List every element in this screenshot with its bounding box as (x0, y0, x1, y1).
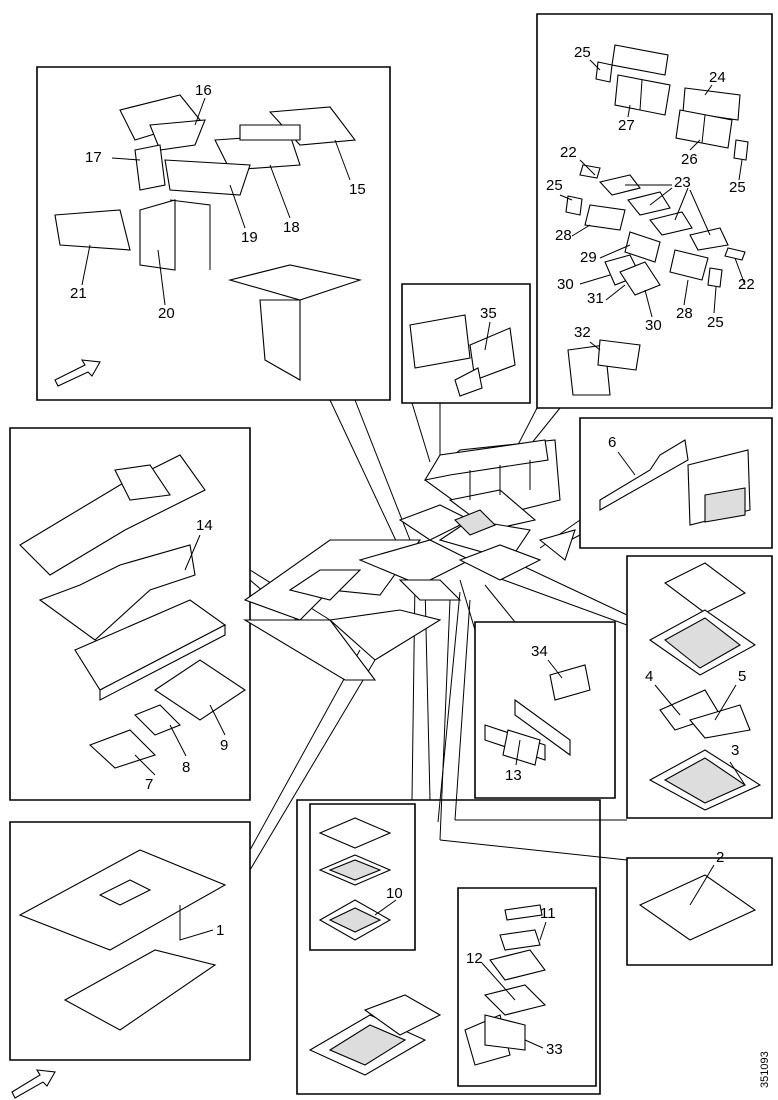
callout-18: 18 (283, 219, 300, 236)
callout-25-top: 25 (574, 44, 591, 61)
callout-11: 11 (540, 905, 556, 922)
callout-6: 6 (608, 434, 616, 451)
parts-group-13-34 (484, 664, 591, 766)
callout-27: 27 (618, 117, 635, 134)
detail-box-left-14 (9, 427, 251, 801)
callout-28-left: 28 (555, 227, 572, 244)
callout-25-mid-right: 25 (729, 179, 746, 196)
callout-25-bottom: 25 (707, 314, 724, 331)
part-6 (599, 439, 751, 526)
callout-leaders (81, 59, 746, 1049)
central-floor-assembly (243, 439, 576, 681)
detail-box-bottom-10-12 (296, 799, 601, 1095)
callout-29: 29 (580, 249, 597, 266)
detail-box-lower-left-1 (9, 821, 251, 1061)
parts-group-7-14 (19, 454, 246, 769)
part-1 (18, 849, 227, 1031)
callout-25-mid-left: 25 (546, 177, 563, 194)
callout-35: 35 (480, 305, 497, 322)
detail-box-right-6 (579, 417, 773, 549)
callout-1: 1 (216, 922, 224, 939)
callout-31: 31 (587, 290, 604, 307)
detail-box-upper-left (36, 66, 391, 401)
callout-12: 12 (466, 950, 483, 967)
callout-26: 26 (681, 151, 698, 168)
callout-19: 19 (241, 229, 258, 246)
callout-22-top: 22 (560, 144, 577, 161)
part-2 (638, 874, 757, 941)
document-number: 351093 (759, 1051, 771, 1088)
callout-15: 15 (349, 181, 366, 198)
callout-16: 16 (195, 82, 212, 99)
callout-10: 10 (386, 885, 403, 902)
direction-arrow-upper (54, 359, 101, 387)
part-35 (409, 314, 516, 397)
detail-box-bottom-inner-11 (457, 887, 597, 1087)
parts-group-22-32 (565, 44, 749, 396)
detail-box-right-3-5 (626, 555, 773, 819)
callout-5: 5 (738, 668, 746, 685)
callout-9: 9 (220, 737, 228, 754)
detail-box-bottom-inner-10 (309, 803, 416, 951)
parts-group-3-5 (648, 562, 762, 811)
callout-34: 34 (531, 643, 548, 660)
callout-30-left: 30 (557, 276, 574, 293)
detail-box-right-2 (626, 857, 773, 966)
callout-32: 32 (574, 324, 591, 341)
callout-30-right: 30 (645, 317, 662, 334)
callout-17: 17 (85, 149, 102, 166)
callout-labels: 1 2 3 4 5 6 7 8 9 10 11 12 13 14 15 16 1… (70, 44, 755, 1058)
callout-13: 13 (505, 767, 522, 784)
callout-28-right: 28 (676, 305, 693, 322)
detail-box-small-35 (401, 283, 531, 404)
callout-24: 24 (709, 69, 726, 86)
callout-21: 21 (70, 285, 87, 302)
parts-group-15-21 (54, 94, 363, 381)
callout-8: 8 (182, 759, 190, 776)
parts-group-10-33 (308, 817, 547, 1076)
callout-14: 14 (196, 517, 213, 534)
callout-33: 33 (546, 1041, 563, 1058)
detail-box-upper-right (536, 13, 773, 409)
callout-23: 23 (674, 174, 691, 191)
callout-20: 20 (158, 305, 175, 322)
callout-2: 2 (716, 849, 724, 866)
callout-4: 4 (645, 668, 653, 685)
detail-box-center-13-34 (474, 621, 616, 799)
callout-22-right: 22 (738, 276, 755, 293)
direction-arrow-lower (11, 1069, 56, 1099)
callout-3: 3 (731, 742, 739, 759)
callout-7: 7 (145, 776, 153, 793)
